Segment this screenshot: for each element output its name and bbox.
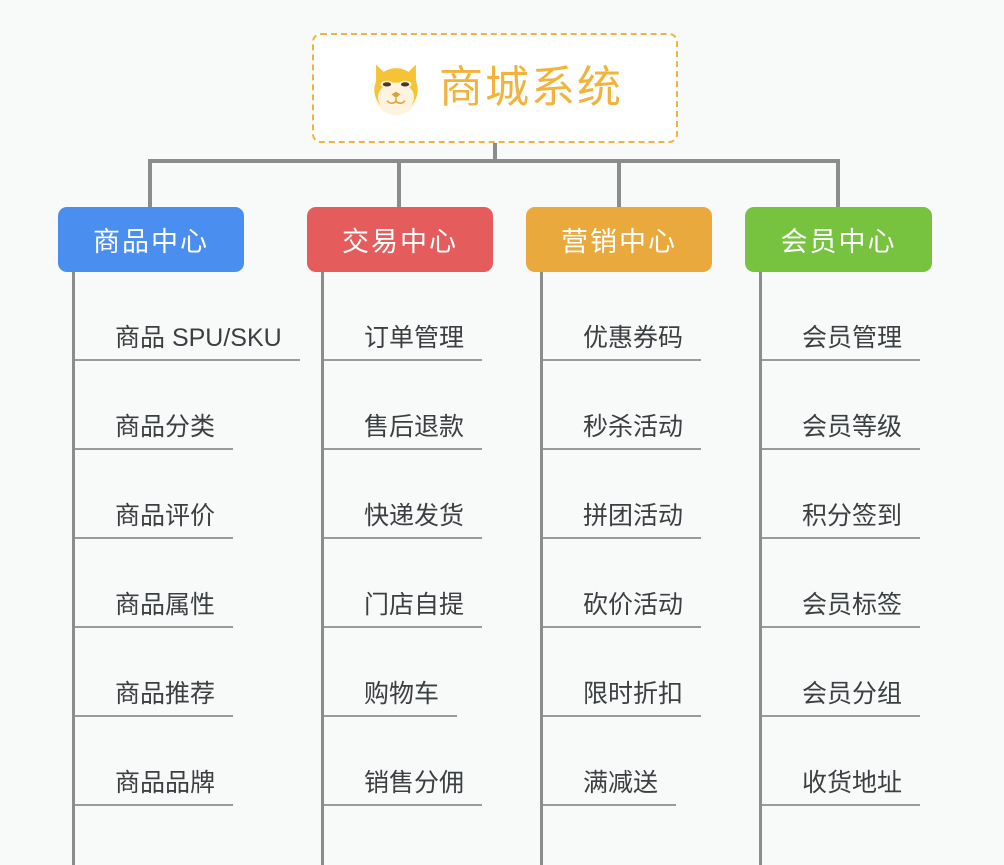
leaf-label: 商品评价 bbox=[75, 502, 234, 539]
leaf-item[interactable]: 拼团活动 bbox=[543, 450, 702, 539]
horizontal-bus-connector bbox=[148, 159, 838, 163]
leaf-label: 商品品牌 bbox=[75, 769, 234, 806]
root-stem-connector bbox=[493, 143, 497, 163]
dog-face-icon bbox=[374, 64, 418, 116]
leaf-item[interactable]: 积分签到 bbox=[762, 450, 921, 539]
leaf-item[interactable]: 会员等级 bbox=[762, 361, 921, 450]
root-title: 商城系统 bbox=[439, 63, 623, 112]
leaf-item[interactable]: 满减送 bbox=[543, 717, 677, 806]
branch-drop-connector-2 bbox=[397, 159, 401, 207]
leaf-item[interactable]: 限时折扣 bbox=[543, 628, 702, 717]
leaf-item[interactable]: 售后退款 bbox=[324, 361, 483, 450]
leaf-label: 满减送 bbox=[543, 769, 677, 806]
leaf-item[interactable]: 快递发货 bbox=[324, 450, 483, 539]
leaf-label: 快递发货 bbox=[324, 502, 483, 539]
branch-items-marketing-center: 优惠券码 秒杀活动 拼团活动 砍价活动 限时折扣 满减送 bbox=[540, 272, 712, 865]
leaf-item[interactable]: 销售分佣 bbox=[324, 717, 483, 806]
leaf-label: 商品 SPU/SKU bbox=[75, 324, 300, 361]
leaf-label: 购物车 bbox=[324, 680, 458, 717]
leaf-item[interactable]: 会员标签 bbox=[762, 539, 921, 628]
leaf-item[interactable]: 门店自提 bbox=[324, 539, 483, 628]
leaf-label: 拼团活动 bbox=[543, 502, 702, 539]
leaf-label: 门店自提 bbox=[324, 591, 483, 628]
leaf-item[interactable]: 收货地址 bbox=[762, 717, 921, 806]
branch-column-trade-center: 交易中心 订单管理 售后退款 快递发货 门店自提 购物车 销售分佣 bbox=[307, 207, 493, 865]
leaf-label: 积分签到 bbox=[762, 502, 921, 539]
leaf-item[interactable]: 商品评价 bbox=[75, 450, 234, 539]
leaf-label: 售后退款 bbox=[324, 413, 483, 450]
branch-drop-connector-1 bbox=[148, 159, 152, 207]
leaf-label: 订单管理 bbox=[324, 324, 483, 361]
leaf-label: 收货地址 bbox=[762, 769, 921, 806]
root-node[interactable]: 商城系统 bbox=[312, 33, 678, 143]
leaf-label: 商品属性 bbox=[75, 591, 234, 628]
leaf-label: 商品分类 bbox=[75, 413, 234, 450]
leaf-item[interactable]: 商品分类 bbox=[75, 361, 234, 450]
branch-items-product-center: 商品 SPU/SKU 商品分类 商品评价 商品属性 商品推荐 商品品牌 bbox=[72, 272, 300, 865]
branch-items-trade-center: 订单管理 售后退款 快递发货 门店自提 购物车 销售分佣 bbox=[321, 272, 493, 865]
branch-drop-connector-4 bbox=[836, 159, 840, 207]
branch-column-member-center: 会员中心 会员管理 会员等级 积分签到 会员标签 会员分组 收货地址 bbox=[745, 207, 932, 865]
leaf-item[interactable]: 秒杀活动 bbox=[543, 361, 702, 450]
leaf-item[interactable]: 优惠券码 bbox=[543, 272, 702, 361]
leaf-label: 销售分佣 bbox=[324, 769, 483, 806]
leaf-item[interactable]: 商品品牌 bbox=[75, 717, 234, 806]
branch-header-marketing-center[interactable]: 营销中心 bbox=[526, 207, 712, 272]
leaf-item[interactable]: 会员分组 bbox=[762, 628, 921, 717]
leaf-item[interactable]: 商品属性 bbox=[75, 539, 234, 628]
branch-items-member-center: 会员管理 会员等级 积分签到 会员标签 会员分组 收货地址 bbox=[759, 272, 932, 865]
leaf-label: 秒杀活动 bbox=[543, 413, 702, 450]
leaf-label: 商品推荐 bbox=[75, 680, 234, 717]
branch-drop-connector-3 bbox=[617, 159, 621, 207]
leaf-label: 会员等级 bbox=[762, 413, 921, 450]
branch-header-product-center[interactable]: 商品中心 bbox=[58, 207, 244, 272]
branch-column-marketing-center: 营销中心 优惠券码 秒杀活动 拼团活动 砍价活动 限时折扣 满减送 bbox=[526, 207, 712, 865]
leaf-label: 优惠券码 bbox=[543, 324, 702, 361]
leaf-item[interactable]: 购物车 bbox=[324, 628, 458, 717]
leaf-item[interactable]: 商品推荐 bbox=[75, 628, 234, 717]
leaf-label: 会员分组 bbox=[762, 680, 921, 717]
leaf-item[interactable]: 砍价活动 bbox=[543, 539, 702, 628]
branch-column-product-center: 商品中心 商品 SPU/SKU 商品分类 商品评价 商品属性 商品推荐 商品品牌 bbox=[58, 207, 300, 865]
leaf-label: 限时折扣 bbox=[543, 680, 702, 717]
leaf-item[interactable]: 订单管理 bbox=[324, 272, 483, 361]
branch-header-trade-center[interactable]: 交易中心 bbox=[307, 207, 493, 272]
leaf-label: 砍价活动 bbox=[543, 591, 702, 628]
leaf-item[interactable]: 会员管理 bbox=[762, 272, 921, 361]
leaf-label: 会员管理 bbox=[762, 324, 921, 361]
leaf-label: 会员标签 bbox=[762, 591, 921, 628]
branch-header-member-center[interactable]: 会员中心 bbox=[745, 207, 932, 272]
mindmap-canvas: 商城系统 商品中心 商品 SPU/SKU 商品分类 商品评价 商品属性 商品推荐 bbox=[58, 33, 932, 865]
leaf-item[interactable]: 商品 SPU/SKU bbox=[75, 272, 300, 361]
